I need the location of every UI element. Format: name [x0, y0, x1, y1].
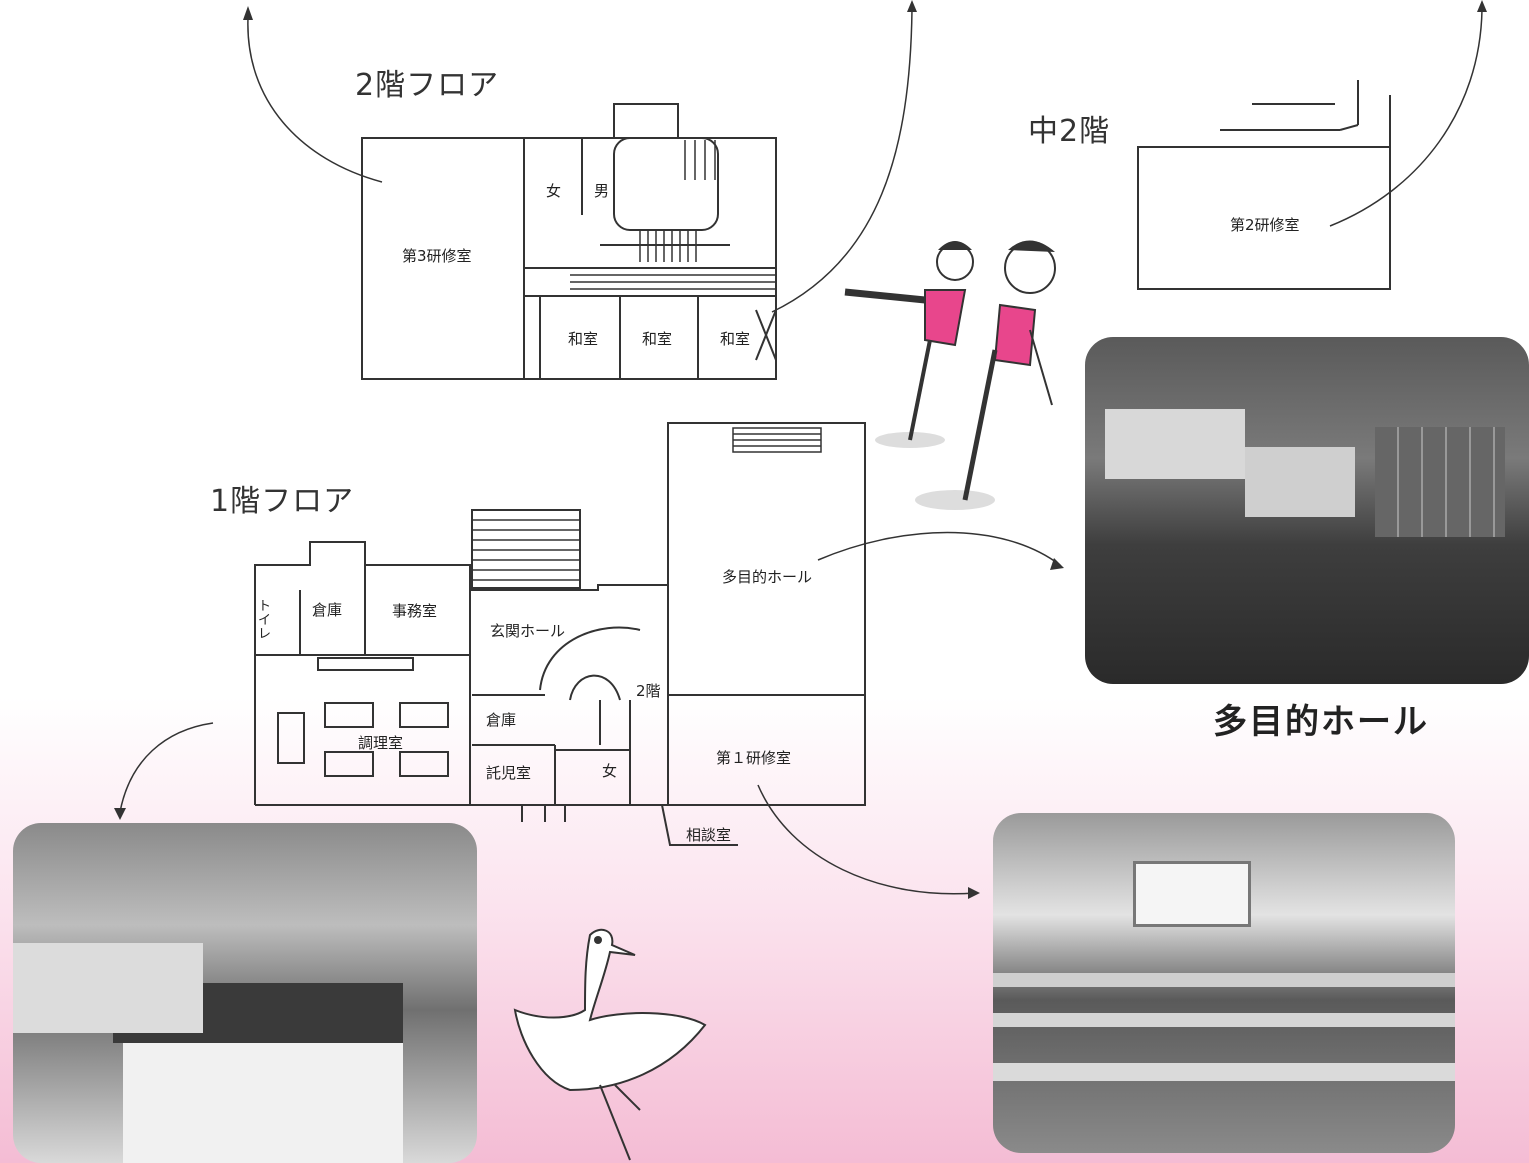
room-cooking-label: 調理室: [358, 734, 404, 752]
floor-mid2-title: 中2階: [1028, 114, 1111, 149]
room-men-label: 男: [594, 182, 610, 200]
connector-arrows: [119, 9, 1483, 895]
room-women-1f-label: 女: [602, 762, 618, 780]
room-multipurpose-label: 多目的ホール: [722, 568, 813, 586]
room-washitsu-2-label: 和室: [642, 330, 673, 348]
floor2-outline: [361, 137, 777, 380]
mid2-outline: [1137, 146, 1391, 290]
stairs-2f-label: 2階: [636, 682, 661, 700]
room-office-label: 事務室: [392, 602, 438, 620]
room-toilet-label: トイレ: [258, 599, 272, 642]
room-consult-label: 相談室: [686, 826, 732, 844]
floor1-title: 1階フロア: [210, 484, 355, 519]
hall-caption: 多目的ホール: [1213, 702, 1429, 742]
room-training3-label: 第3研修室: [402, 247, 472, 265]
room-entrance-label: 玄関ホール: [490, 622, 566, 640]
training-room-photo: [993, 813, 1455, 1153]
room-training2-label: 第2研修室: [1230, 216, 1300, 234]
hall-photo: [1085, 337, 1529, 684]
room-childcare-label: 託児室: [486, 764, 532, 782]
room-training1-label: 第１研修室: [716, 749, 792, 767]
room-storage1-label: 倉庫: [312, 601, 343, 619]
kitchen-photo: [13, 823, 477, 1163]
room-washitsu-3-label: 和室: [720, 330, 751, 348]
floor2-title: 2階フロア: [355, 68, 500, 103]
room-women-label: 女: [546, 182, 562, 200]
room-washitsu-1-label: 和室: [568, 330, 599, 348]
room-storage2-label: 倉庫: [486, 711, 517, 729]
